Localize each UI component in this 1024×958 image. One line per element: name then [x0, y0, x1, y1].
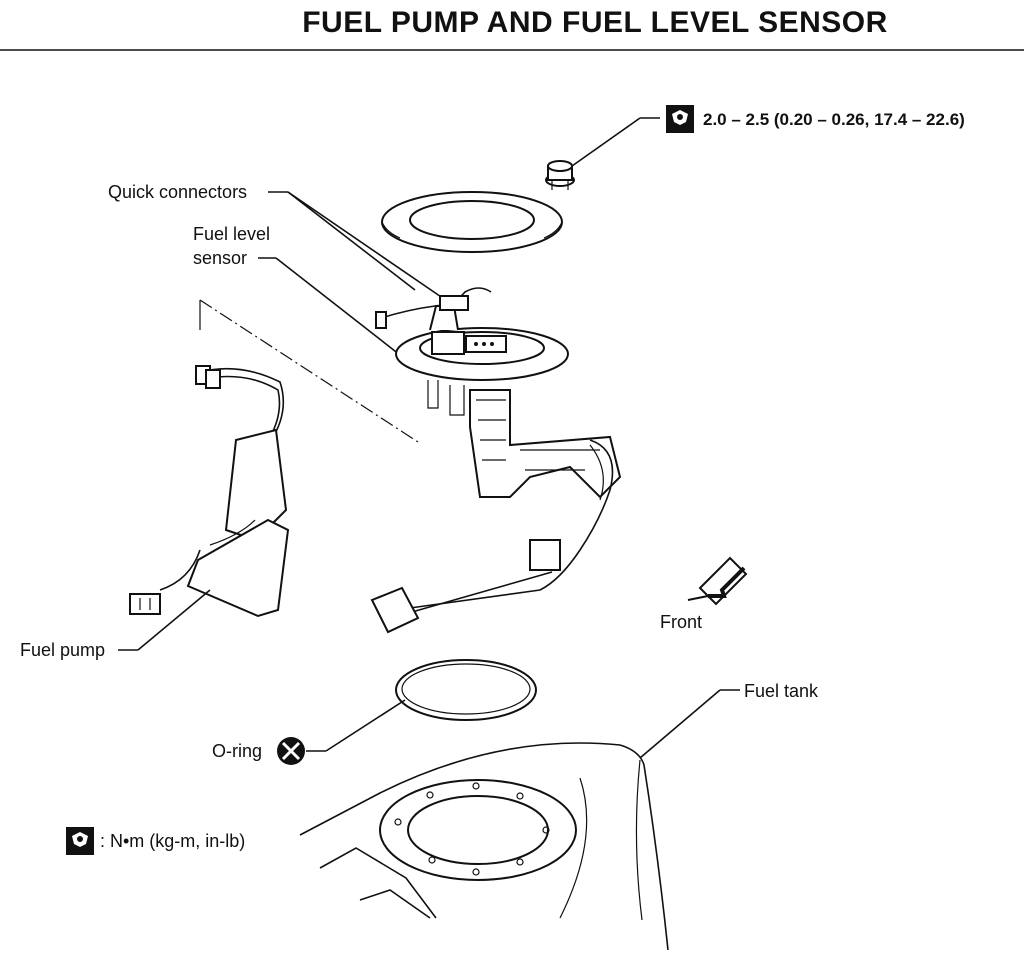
- fuel-level-sensor-label-line1: Fuel level: [193, 224, 270, 244]
- float-assembly: [370, 571, 553, 634]
- fuel-tank-label: Fuel tank: [744, 681, 819, 701]
- pump-module-flange: [374, 287, 569, 416]
- torque-wrench-icon: [66, 827, 94, 855]
- mounting-bolt: [545, 160, 575, 190]
- torque-spec-label: 2.0 – 2.5 (0.20 – 0.26, 17.4 – 22.6): [703, 110, 965, 129]
- fuel-tank: [299, 742, 669, 951]
- fuel-pump-label: Fuel pump: [20, 640, 105, 660]
- fuel-level-sensor-label-line2: sensor: [193, 248, 247, 268]
- torque-wrench-icon: [666, 105, 694, 133]
- sender-bracket: [409, 389, 622, 609]
- page-title: FUEL PUMP AND FUEL LEVEL SENSOR: [302, 6, 888, 39]
- retainer-ring: [381, 191, 563, 253]
- o-ring-label: O-ring: [212, 741, 262, 761]
- alignment-line: [199, 299, 419, 443]
- quick-connectors-label: Quick connectors: [108, 182, 247, 202]
- front-arrow: Front: [660, 556, 748, 632]
- units-legend: : N•m (kg-m, in-lb): [66, 827, 245, 855]
- torque-spec: 2.0 – 2.5 (0.20 – 0.26, 17.4 – 22.6): [571, 105, 965, 167]
- o-ring: [395, 659, 537, 721]
- do-not-reuse-icon: [277, 737, 305, 765]
- fuel-pump-assembly: [129, 365, 290, 618]
- legend-units-label: : N•m (kg-m, in-lb): [100, 831, 245, 851]
- front-label: Front: [660, 612, 702, 632]
